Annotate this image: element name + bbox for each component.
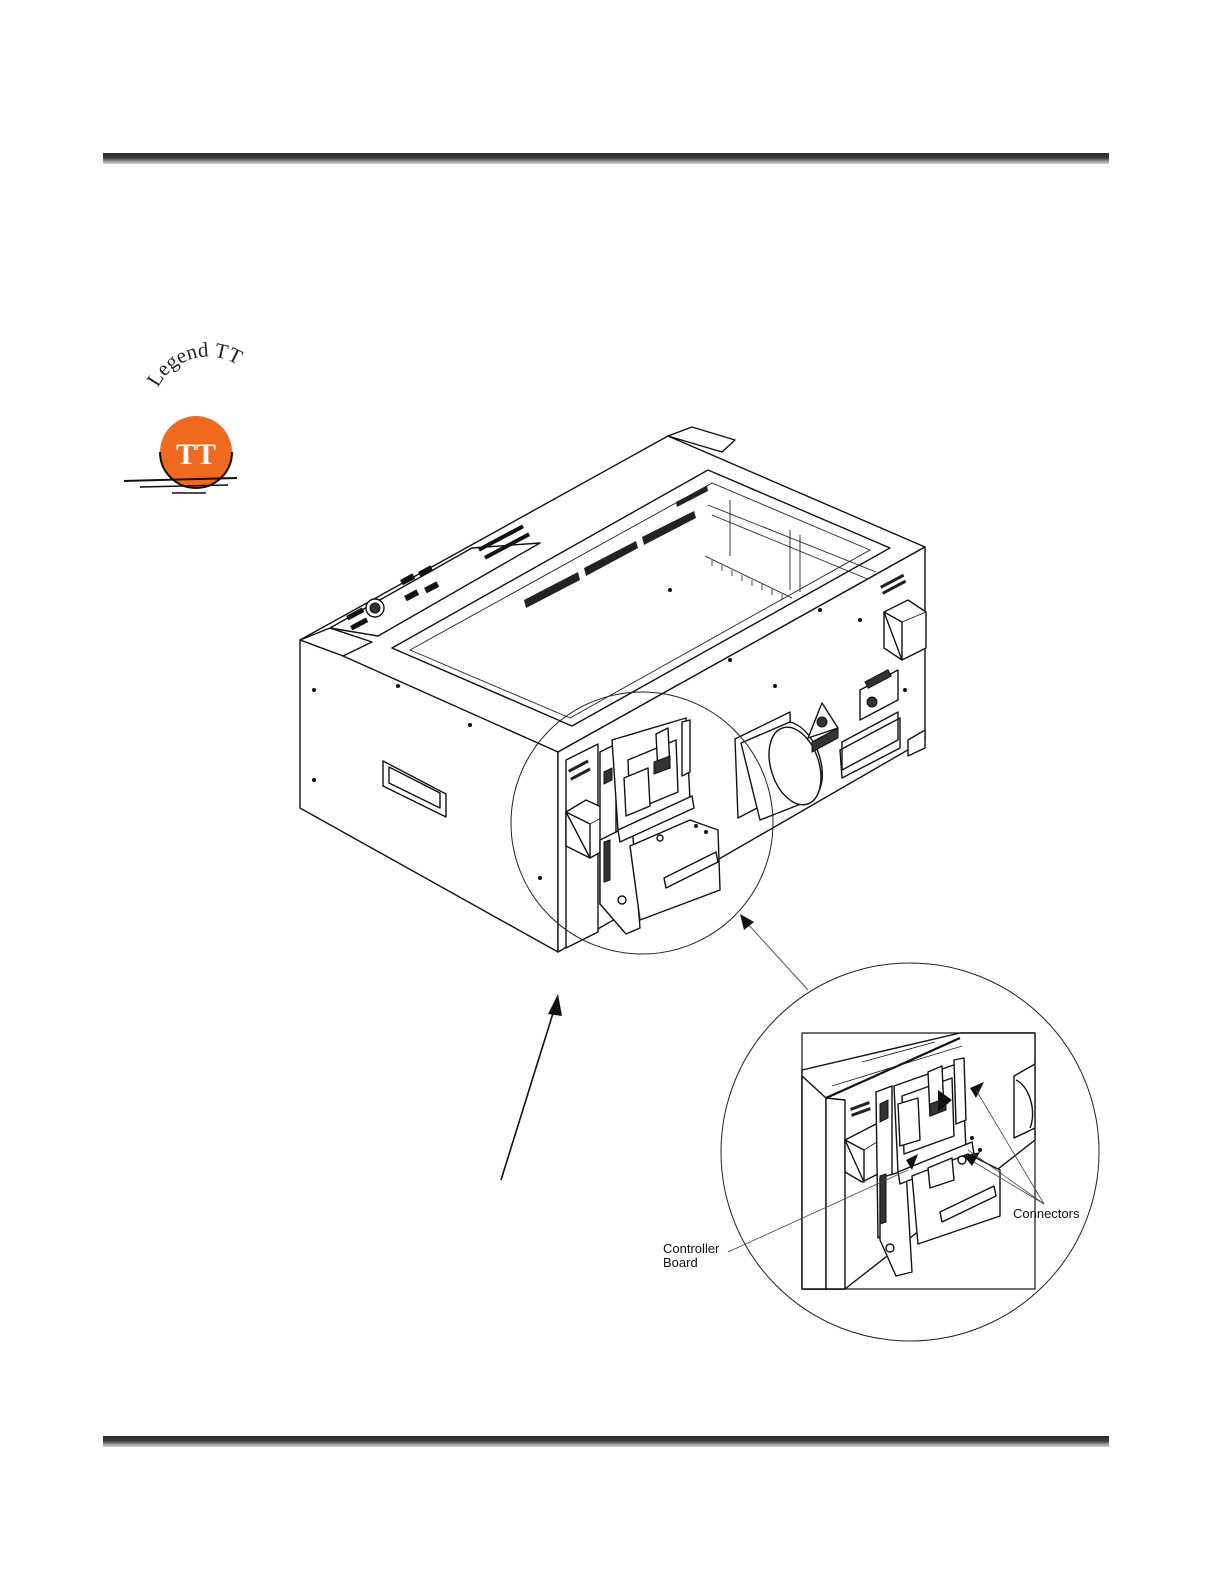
logo-monogram: TT: [176, 438, 216, 471]
connectors-label: Connectors: [1013, 1206, 1080, 1221]
zoom-detail: [721, 963, 1099, 1341]
controller-board-label-line1: Controller: [663, 1241, 720, 1256]
pointer-arrow: [501, 1010, 554, 1180]
legend-tt-logo: Legend TT TT: [124, 337, 246, 493]
logo-wordmark: Legend TT: [142, 337, 247, 390]
controller-board-label-line2: Board: [663, 1255, 698, 1270]
machine-body: [300, 427, 926, 952]
zoom-leader-line: [746, 922, 808, 990]
